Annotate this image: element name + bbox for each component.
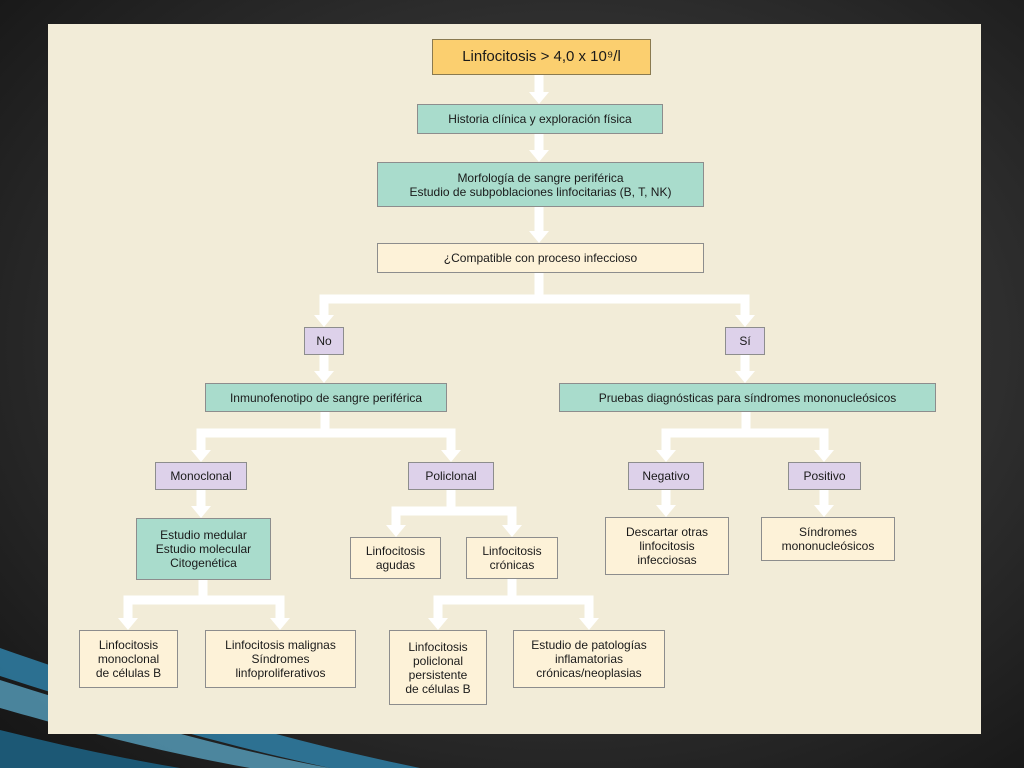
box-clinical-history: Historia clínica y exploración física <box>417 104 663 134</box>
arrow-history-morphology-head <box>529 150 549 162</box>
fork-medullary-left-head <box>118 618 138 630</box>
arrow-positive-syndromes-head <box>814 505 834 517</box>
box-positive: Positivo <box>788 462 861 490</box>
fork-medullary-right-head <box>270 618 290 630</box>
box-start-lymphocytosis: Linfocitosis > 4,0 x 10⁹/l <box>432 39 651 75</box>
box-rule-out-infectious: Descartar otras linfocitosis infecciosas <box>605 517 729 575</box>
box-acute-lymphocytosis: Linfocitosis agudas <box>350 537 441 579</box>
box-monoclonal: Monoclonal <box>155 462 247 490</box>
fork-immuno-right-head <box>441 450 461 462</box>
fork-polyclonal-left-head <box>386 525 406 537</box>
box-mononucleosis-syndromes: Síndromes mononucleósicos <box>761 517 895 561</box>
arrow-start-history-head <box>529 92 549 104</box>
box-malignant-lymphocytosis: Linfocitosis malignas Síndromes linfopro… <box>205 630 356 688</box>
box-b-monoclonal: Linfocitosis monoclonal de células B <box>79 630 178 688</box>
box-polyclonal: Policlonal <box>408 462 494 490</box>
box-inflammatory-study: Estudio de patologías inflamatorias crón… <box>513 630 665 688</box>
box-no: No <box>304 327 344 355</box>
fork-tests-left-head <box>656 450 676 462</box>
flowchart-connectors <box>118 70 834 630</box>
box-b-polyclonal: Linfocitosis policlonal persistente de c… <box>389 630 487 705</box>
box-immunophenotype: Inmunofenotipo de sangre periférica <box>205 383 447 412</box>
arrow-negative-ruleout-head <box>656 505 676 517</box>
arrow-yes-tests-head <box>735 371 755 383</box>
box-infectious-question: ¿Compatible con proceso infeccioso <box>377 243 704 273</box>
box-peripheral-morphology: Morfología de sangre periférica Estudio … <box>377 162 704 207</box>
fork-immuno-left-head <box>191 450 211 462</box>
box-chronic-lymphocytosis: Linfocitosis crónicas <box>466 537 558 579</box>
fork-polyclonal-right-head <box>502 525 522 537</box>
arrow-no-immuno-head <box>314 371 334 383</box>
fork-tests-right-head <box>814 450 834 462</box>
arrow-monoclonal-medullary-head <box>191 506 211 518</box>
flowchart-panel: Linfocitosis > 4,0 x 10⁹/l Historia clín… <box>48 24 981 734</box>
box-mononucleosis-tests: Pruebas diagnósticas para síndromes mono… <box>559 383 936 412</box>
fork-chronic-left-head <box>428 618 448 630</box>
arrow-morphology-question-head <box>529 231 549 243</box>
box-yes: Sí <box>725 327 765 355</box>
fork-chronic-right-head <box>579 618 599 630</box>
fork-question-left-head <box>314 315 334 327</box>
box-negative: Negativo <box>628 462 704 490</box>
fork-question-right-head <box>735 315 755 327</box>
box-medullary-study: Estudio medular Estudio molecular Citoge… <box>136 518 271 580</box>
